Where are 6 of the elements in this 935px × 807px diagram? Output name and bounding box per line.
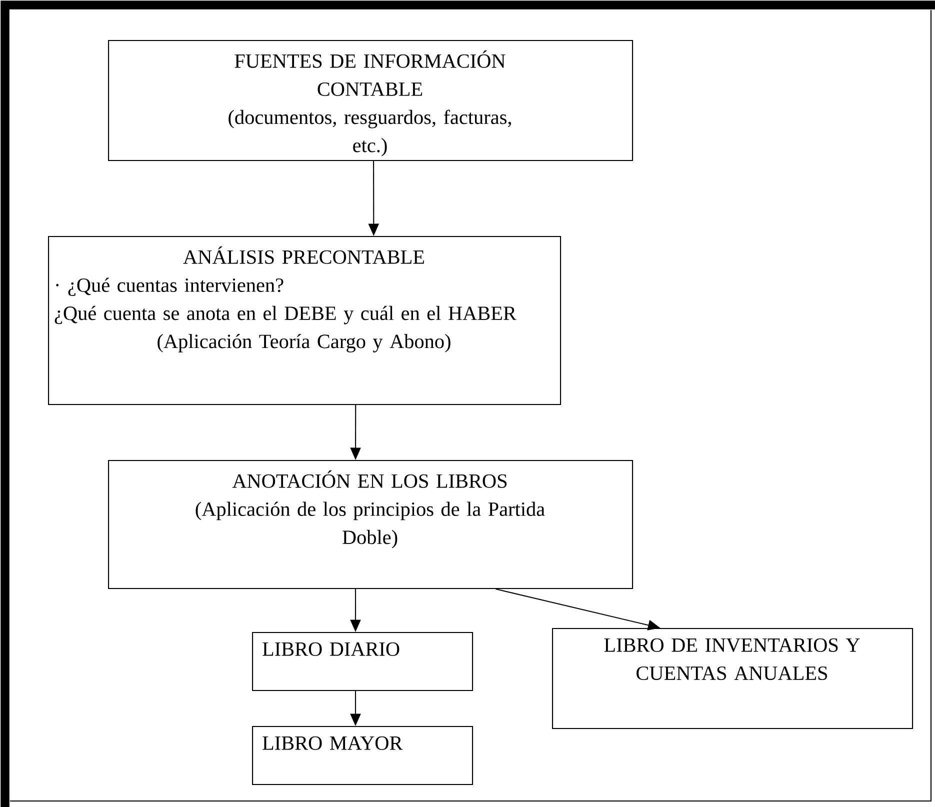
process-box: LIBRO DE INVENTARIOS Y CUENTAS ANUALES bbox=[552, 628, 914, 730]
process-box: ANOTACIÓN EN LOS LIBROS (Aplicación de los principios de la Partida Doble) bbox=[108, 460, 634, 590]
process-box: FUENTES DE INFORMACIÓN CONTABLE (documentos, resguardos, facturas, etc.) bbox=[108, 40, 634, 162]
process-box: LIBRO DIARIO bbox=[252, 632, 474, 692]
process-box: ANÁLISIS PRECONTABLE · ¿Qué cuentas intervienen? ¿Qué cuenta se anota en el DEBE y cuál en el HABER (Aplicación Teoría Cargo y Abono) bbox=[48, 236, 562, 406]
process-box: LIBRO MAYOR bbox=[252, 726, 474, 786]
